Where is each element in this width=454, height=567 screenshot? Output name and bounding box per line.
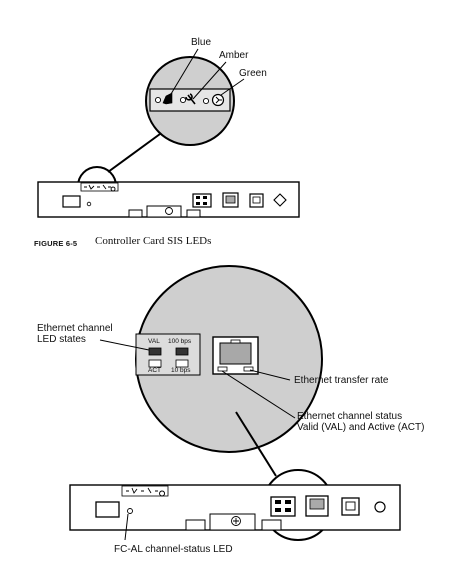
label-act: ACT [148, 367, 161, 374]
label-100bps: 100 bps [168, 338, 192, 345]
led-states-leader [99, 339, 150, 351]
bottom-card-slot [95, 501, 120, 518]
fc-al-led [127, 508, 133, 514]
label-transfer-rate: Ethernet transfer rate [294, 375, 389, 386]
act-led [148, 359, 162, 368]
eth-status-led [217, 366, 228, 372]
blue-leader [167, 48, 199, 100]
bottom-card-round-button [374, 501, 386, 513]
blue-led-icon [154, 96, 162, 104]
label-val: VAL [148, 338, 160, 345]
label-blue: Blue [191, 37, 212, 48]
transfer-rate-leader [249, 369, 291, 381]
label-green: Green [239, 68, 267, 79]
amber-led-icon [179, 96, 187, 104]
label-channel-status: Ethernet channel status Valid (VAL) and … [297, 411, 425, 433]
bottom-card-fc-ports [270, 496, 296, 517]
channel-status-leader [221, 370, 296, 419]
top-card-fc-ports [192, 193, 212, 208]
top-card-diamond [273, 193, 287, 207]
label-ethernet-led-states: Ethernet channel LED states [37, 323, 113, 345]
wrench-icon [185, 93, 196, 105]
power-icon [211, 93, 225, 107]
top-card-slot [62, 195, 81, 208]
bottom-zoom-connector [235, 411, 277, 477]
figure-caption: Controller Card SIS LEDs [95, 235, 212, 247]
green-leader [220, 78, 245, 96]
eth-rate-led [243, 366, 254, 372]
fc-al-leader [124, 513, 129, 541]
bottom-card-led-strip [121, 485, 169, 497]
label-fc-al-led: FC-AL channel-status LED [114, 544, 233, 555]
val-led [148, 347, 162, 356]
led-state-box [135, 333, 201, 376]
figure-number: FIGURE 6-5 [34, 239, 78, 248]
top-zoom-connector [107, 133, 161, 173]
amber-leader [192, 61, 227, 100]
speed-10-led [175, 359, 189, 368]
label-amber: Amber [219, 50, 249, 61]
label-10bps: 10 bps [171, 367, 191, 374]
speed-100-led [175, 347, 189, 356]
green-led-icon [202, 97, 210, 105]
